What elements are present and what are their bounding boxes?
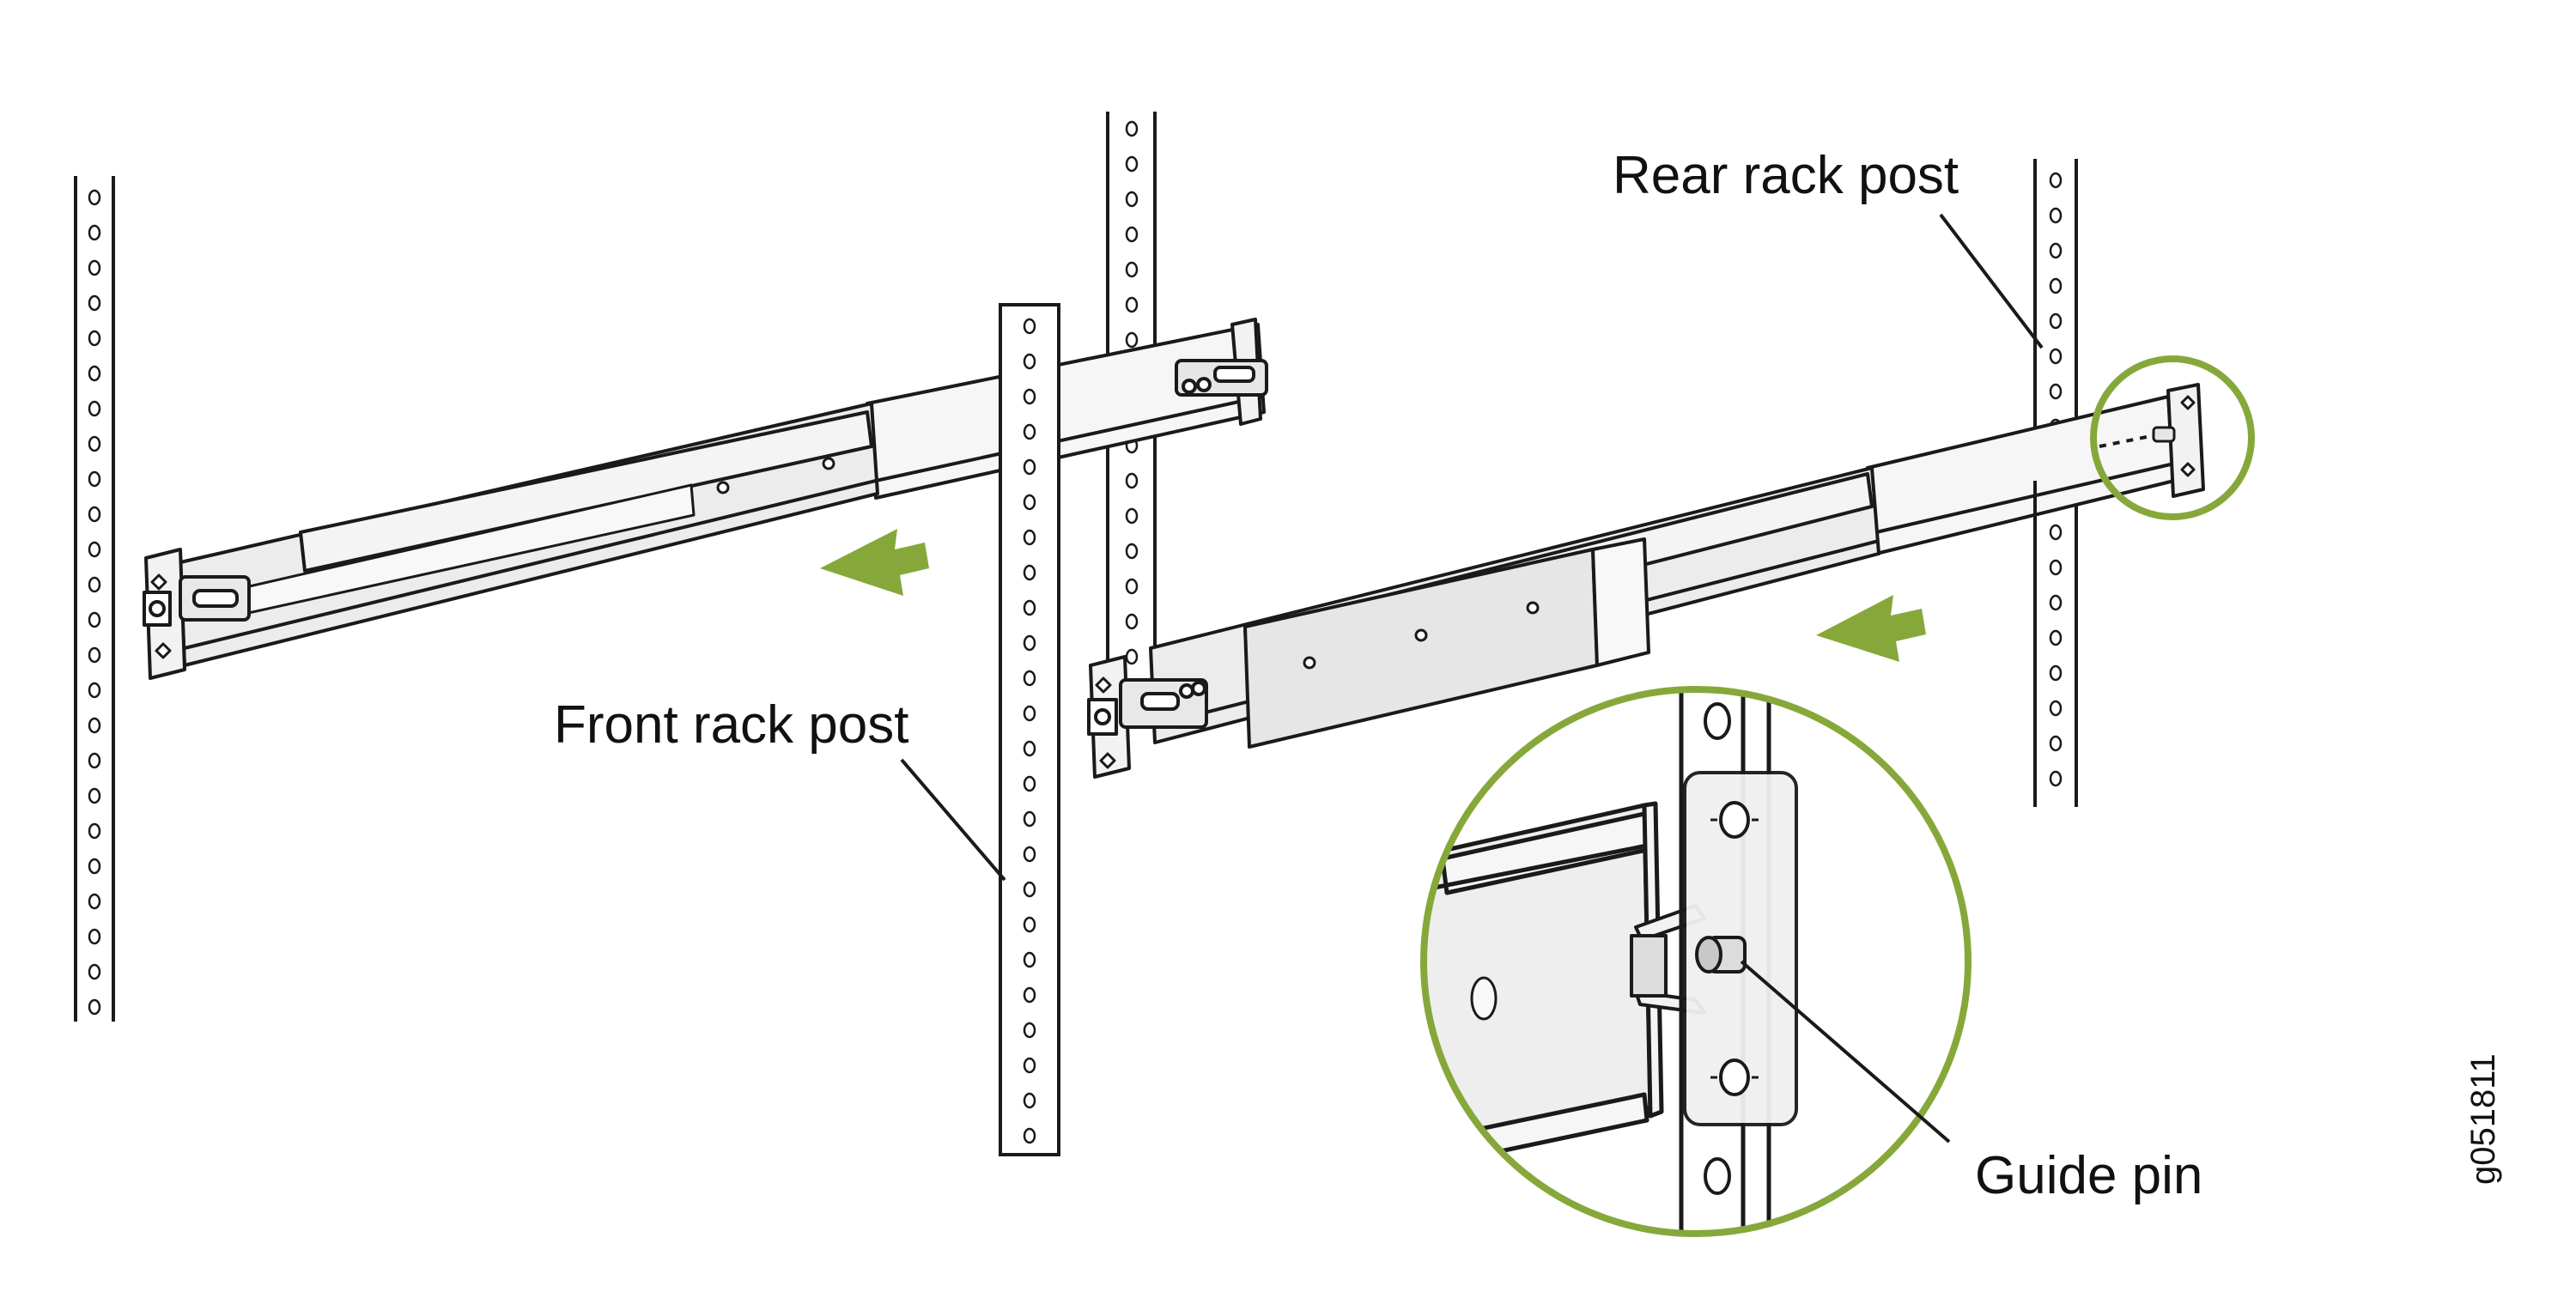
left-rail-assembly [143, 318, 1268, 680]
post-hole [1023, 423, 1036, 440]
post-holes [1125, 120, 1139, 701]
post-hole [1023, 318, 1036, 335]
rear-rack-post-left [74, 176, 115, 1022]
post-hole [1023, 599, 1036, 616]
post-hole [1023, 564, 1036, 581]
post-holes [1023, 318, 1036, 1144]
post-hole [88, 822, 101, 840]
post-hole [1125, 507, 1139, 525]
post-hole [1023, 740, 1036, 757]
post-hole [88, 365, 101, 382]
post-hole [88, 470, 101, 488]
post-hole [88, 893, 101, 910]
post-hole [2049, 242, 2063, 259]
post-hole [1125, 261, 1139, 278]
post-hole [2049, 524, 2063, 541]
post-hole [1125, 155, 1139, 173]
post-hole [1023, 705, 1036, 722]
post-hole [88, 435, 101, 452]
post-hole [2049, 594, 2063, 611]
post-hole [1125, 296, 1139, 313]
post-hole [2049, 348, 2063, 365]
post-hole [1023, 1092, 1036, 1109]
post-hole [1023, 634, 1036, 652]
leader-line-rear-post [1939, 213, 2044, 349]
post-hole [2049, 383, 2063, 400]
arrow-left-icon [820, 529, 929, 596]
post-hole [2049, 172, 2063, 189]
post-hole [88, 224, 101, 241]
leader-line-front-post [900, 758, 1006, 882]
post-hole [88, 682, 101, 699]
post-hole [2049, 207, 2063, 224]
guide-pin [1695, 936, 1747, 974]
post-hole [1023, 1127, 1036, 1144]
post-hole [1125, 613, 1139, 630]
front-rack-post [999, 303, 1060, 1156]
post-hole [1023, 951, 1036, 968]
post-hole [88, 400, 101, 417]
post-hole [1125, 472, 1139, 489]
post-hole [1023, 846, 1036, 863]
figure-id: g051811 [2464, 1053, 2502, 1185]
post-hole [88, 646, 101, 664]
post-hole [1023, 458, 1036, 476]
post-hole [88, 752, 101, 769]
post-hole [1023, 353, 1036, 370]
post-hole [1125, 648, 1139, 665]
post-hole [1125, 191, 1139, 208]
detail-magnifier [1420, 686, 1971, 1237]
post-hole [1023, 775, 1036, 792]
post-hole [1023, 916, 1036, 933]
post-hole [1125, 120, 1139, 137]
post-hole [1023, 494, 1036, 511]
right-rail-assembly [1087, 383, 2205, 779]
post-hole [1125, 543, 1139, 560]
post-hole [1023, 388, 1036, 405]
post-hole [1023, 670, 1036, 687]
post-hole [1125, 331, 1139, 349]
post-hole [1023, 810, 1036, 828]
post-hole [1023, 1022, 1036, 1039]
post-hole [88, 858, 101, 875]
post-hole [88, 928, 101, 945]
post-hole [88, 294, 101, 312]
post-hole [2049, 559, 2063, 576]
post-hole [1125, 578, 1139, 595]
magnifier-circle-icon [2090, 355, 2255, 520]
leader-line-guide-pin [1740, 960, 1951, 1143]
post-hole [88, 717, 101, 734]
post-holes [88, 189, 101, 1016]
label-guide-pin: Guide pin [1975, 1146, 2202, 1205]
post-hole [2049, 770, 2063, 787]
post-hole [2049, 735, 2063, 752]
post-hole [88, 998, 101, 1016]
post-hole [88, 541, 101, 558]
post-hole [88, 259, 101, 276]
label-rear-rack-post: Rear rack post [1613, 146, 1959, 205]
post-hole [1125, 226, 1139, 243]
post-hole [88, 189, 101, 206]
post-hole [1023, 986, 1036, 1004]
post-hole [2049, 664, 2063, 682]
label-front-rack-post: Front rack post [554, 695, 908, 755]
post-hole [88, 963, 101, 980]
arrow-left-icon [1816, 595, 1926, 662]
post-hole [2049, 312, 2063, 330]
post-hole [88, 330, 101, 347]
post-hole [88, 506, 101, 523]
post-hole [88, 611, 101, 628]
post-hole [88, 576, 101, 593]
post-hole [1023, 529, 1036, 546]
post-hole [2049, 700, 2063, 717]
post-hole [2049, 277, 2063, 294]
post-hole [1023, 1057, 1036, 1074]
post-hole [88, 787, 101, 804]
post-hole [1023, 881, 1036, 898]
post-hole [2049, 629, 2063, 646]
